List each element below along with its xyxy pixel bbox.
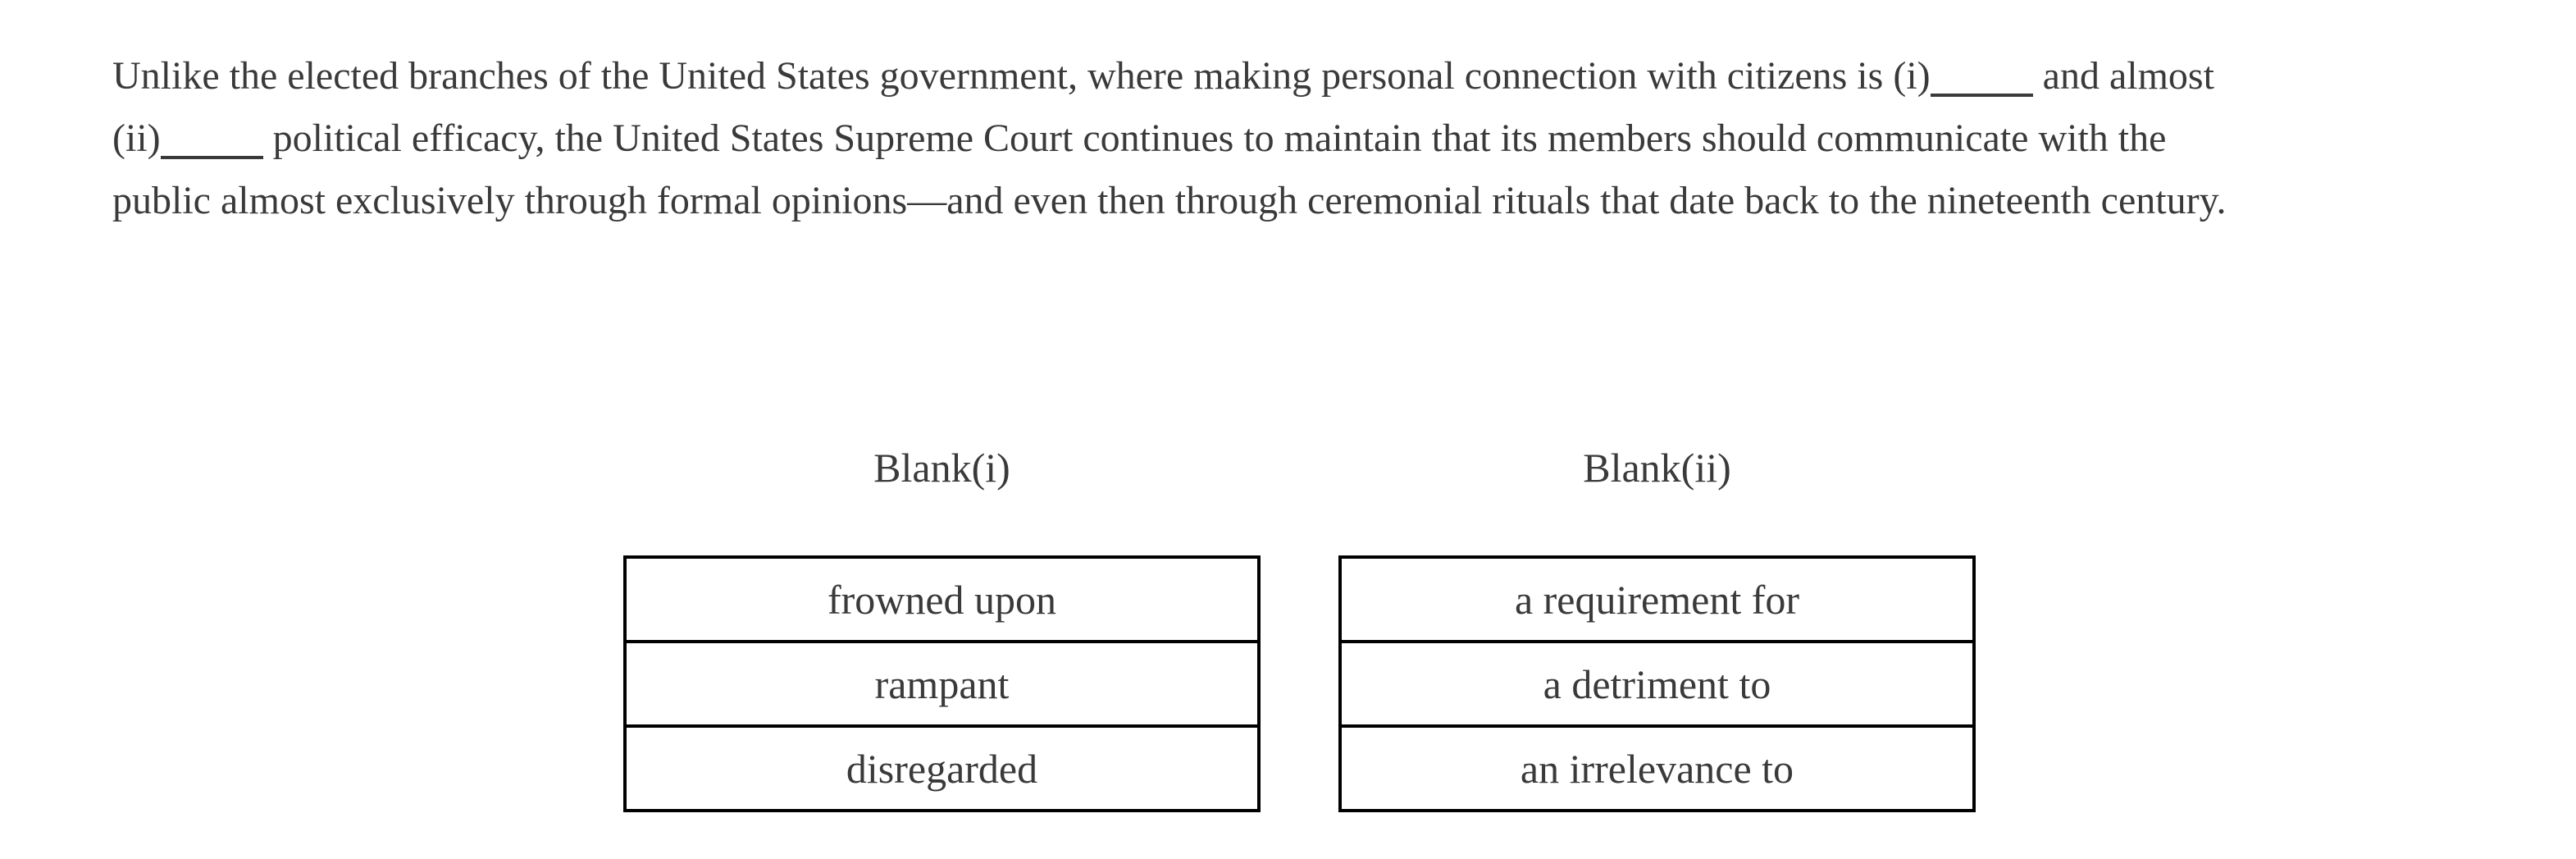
blank-ii-label: (ii) [112,117,161,160]
blank-ii-line [160,156,263,159]
blank-ii-header: Blank(ii) [1583,445,1731,491]
blank-i-label: (i) [1893,54,1931,98]
passage: Unlike the elected branches of the Unite… [112,45,2227,232]
table-row: rampant [623,640,1261,728]
blank-i-options-table: frowned upon rampant disregarded [623,555,1261,812]
blank-i-option-1[interactable]: frowned upon [623,555,1261,643]
blank-i-option-2[interactable]: rampant [623,640,1261,728]
table-row: disregarded [623,724,1261,812]
table-row: a requirement for [1338,555,1976,643]
passage-line-2: (ii) political efficacy, the United Stat… [112,107,2227,170]
table-row: a detriment to [1338,640,1976,728]
blank-i-line [1930,94,2033,97]
passage-line-1: Unlike the elected branches of the Unite… [112,45,2227,107]
blank-i-header: Blank(i) [873,445,1010,491]
passage-line1-pre: Unlike the elected branches of the Unite… [112,54,1894,98]
blank-ii-option-3[interactable]: an irrelevance to [1338,724,1976,812]
blank-i-option-3[interactable]: disregarded [623,724,1261,812]
passage-line2-post: political efficacy, the United States Su… [262,117,2167,160]
table-row: an irrelevance to [1338,724,1976,812]
blank-ii-options-table: a requirement for a detriment to an irre… [1338,555,1976,812]
blank-ii-option-1[interactable]: a requirement for [1338,555,1976,643]
blank-ii-option-2[interactable]: a detriment to [1338,640,1976,728]
passage-line1-post: and almost [2032,54,2214,98]
passage-line-3: public almost exclusively through formal… [112,179,2227,222]
table-row: frowned upon [623,555,1261,643]
